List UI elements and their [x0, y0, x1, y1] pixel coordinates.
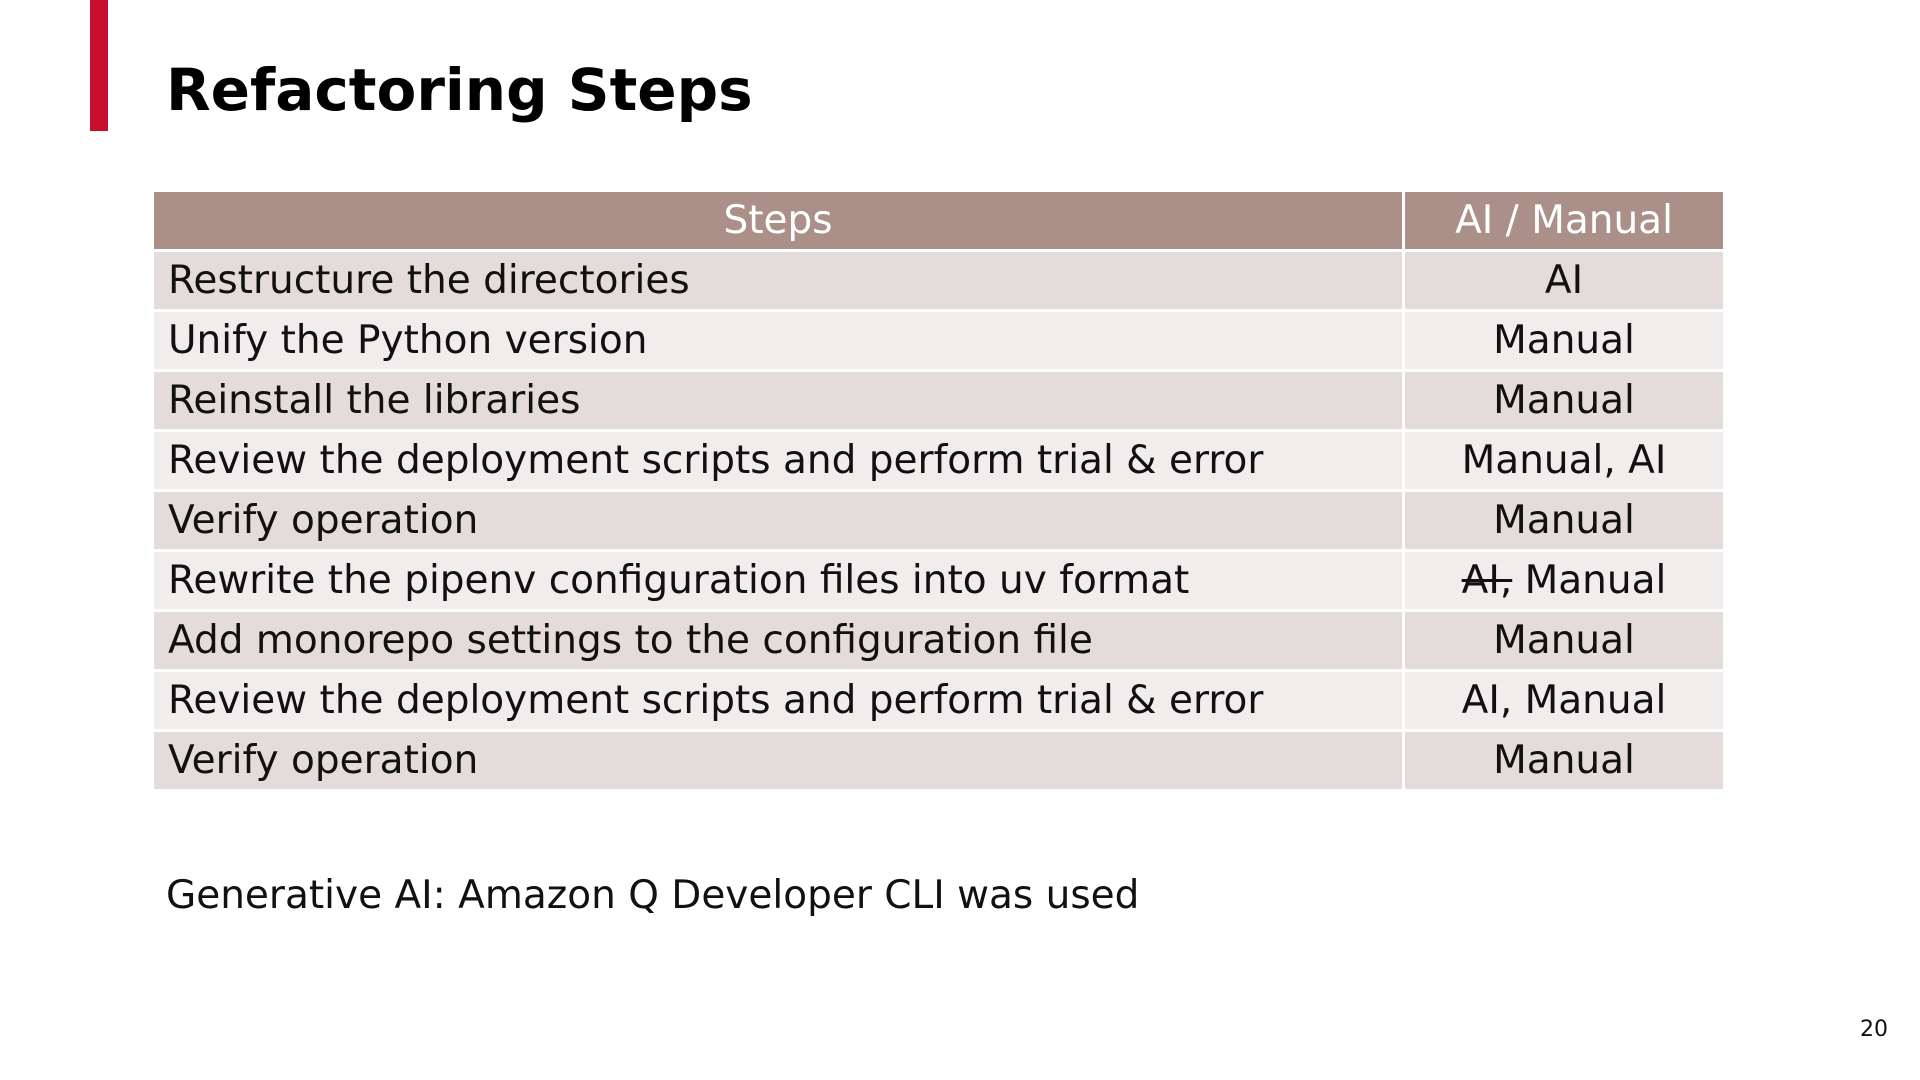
mode-cell: Manual: [1402, 489, 1726, 552]
table-row: Unify the Python version Manual: [151, 309, 1726, 372]
table-row: Review the deployment scripts and perfor…: [151, 669, 1726, 732]
step-cell: Restructure the directories: [151, 249, 1405, 312]
step-cell: Reinstall the libraries: [151, 369, 1405, 432]
title-accent-bar: [90, 0, 108, 131]
step-cell: Review the deployment scripts and perfor…: [151, 669, 1405, 732]
footnote: Generative AI: Amazon Q Developer CLI wa…: [166, 873, 1140, 918]
refactoring-steps-table: Steps AI / Manual Restructure the direct…: [151, 189, 1726, 792]
struck-mode-text: AI,: [1461, 558, 1513, 603]
table-row: Reinstall the libraries Manual: [151, 369, 1726, 432]
slide-title: Refactoring Steps: [166, 56, 753, 124]
table-row: Review the deployment scripts and perfor…: [151, 429, 1726, 492]
step-cell: Rewrite the pipenv configuration files i…: [151, 549, 1405, 612]
table-row: Verify operation Manual: [151, 729, 1726, 792]
mode-cell: Manual: [1402, 309, 1726, 372]
table-row: Restructure the directories AI: [151, 249, 1726, 312]
table-row: Verify operation Manual: [151, 489, 1726, 552]
mode-cell: Manual: [1402, 369, 1726, 432]
step-cell: Verify operation: [151, 729, 1405, 792]
step-cell: Verify operation: [151, 489, 1405, 552]
table-header-row: Steps AI / Manual: [151, 189, 1726, 252]
mode-cell: Manual: [1402, 609, 1726, 672]
page-number: 20: [1860, 1017, 1888, 1042]
mode-cell: Manual, AI: [1402, 429, 1726, 492]
mode-cell: AI: [1402, 249, 1726, 312]
mode-cell: AI, Manual: [1402, 549, 1726, 612]
column-header-steps: Steps: [151, 189, 1405, 252]
step-cell: Unify the Python version: [151, 309, 1405, 372]
step-cell: Review the deployment scripts and perfor…: [151, 429, 1405, 492]
mode-cell: Manual: [1402, 729, 1726, 792]
column-header-ai-manual: AI / Manual: [1402, 189, 1726, 252]
mode-text: Manual: [1512, 558, 1667, 603]
table-row: Rewrite the pipenv configuration files i…: [151, 549, 1726, 612]
step-cell: Add monorepo settings to the configurati…: [151, 609, 1405, 672]
table-row: Add monorepo settings to the configurati…: [151, 609, 1726, 672]
mode-cell: AI, Manual: [1402, 669, 1726, 732]
